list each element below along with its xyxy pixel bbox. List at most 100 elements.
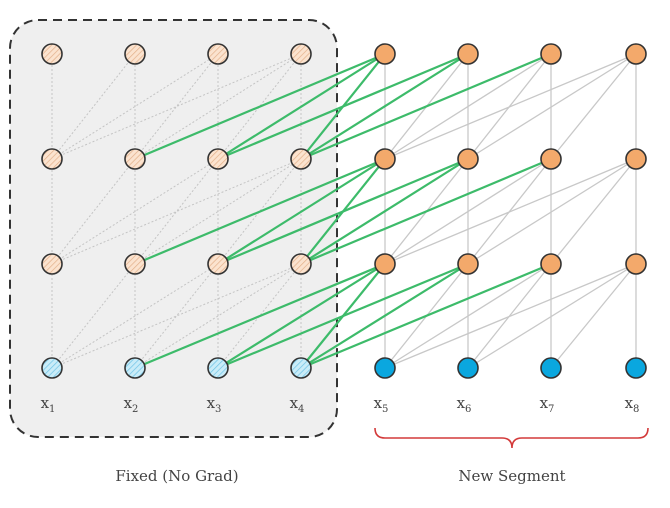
edge-gray (384, 53, 637, 160)
token-label-base: x (290, 394, 299, 412)
hidden-node (374, 148, 396, 170)
new-segment-label: New Segment (458, 467, 565, 485)
token-label: x5 (374, 394, 389, 415)
token-label-base: x (625, 394, 634, 412)
hidden-node (290, 43, 312, 65)
edge-gray (384, 263, 552, 369)
edge-green (217, 53, 386, 160)
token-label-base: x (540, 394, 549, 412)
token-label-base: x (124, 394, 133, 412)
hidden-node (124, 43, 146, 65)
cached-context-edges (134, 52, 552, 370)
hidden-node (124, 148, 146, 170)
edge-gray (384, 158, 552, 265)
hidden-node (207, 253, 229, 275)
hidden-node (625, 253, 647, 275)
input-node (290, 357, 312, 379)
token-label: x1 (41, 394, 56, 415)
hidden-node (625, 148, 647, 170)
token-label: x2 (124, 394, 139, 415)
token-label-base: x (207, 394, 216, 412)
edge-green (217, 158, 386, 265)
edge-dotted (51, 53, 302, 160)
hidden-node (374, 253, 396, 275)
edge-green (300, 52, 552, 161)
new-segment-edges (384, 53, 637, 369)
token-label-base: x (374, 394, 383, 412)
input-node (374, 357, 396, 379)
edge-green (300, 157, 552, 266)
edge-dotted (51, 53, 219, 160)
input-node (41, 357, 63, 379)
edge-green (300, 262, 552, 370)
edge-green (300, 263, 469, 369)
edge-gray (384, 263, 637, 369)
token-label: x4 (290, 394, 305, 415)
hidden-node (41, 43, 63, 65)
edge-dotted (134, 158, 302, 265)
token-label-sub: 3 (215, 404, 221, 415)
hidden-node (374, 43, 396, 65)
token-label-sub: 5 (382, 404, 388, 415)
hidden-node (124, 253, 146, 275)
edge-dotted (134, 263, 302, 369)
edge-gray (550, 53, 637, 160)
edge-green (134, 52, 386, 161)
edge-green (134, 157, 386, 266)
token-label-sub: 8 (633, 404, 639, 415)
input-node (124, 357, 146, 379)
edge-gray (467, 158, 637, 265)
hidden-node (290, 253, 312, 275)
input-node (540, 357, 562, 379)
token-label: x8 (625, 394, 640, 415)
token-label: x7 (540, 394, 555, 415)
edge-gray (550, 158, 637, 265)
hidden-node (41, 148, 63, 170)
fixed-segment-label: Fixed (No Grad) (115, 467, 238, 485)
token-label-base: x (457, 394, 466, 412)
edge-dotted (51, 158, 219, 265)
hidden-node (207, 43, 229, 65)
token-label-base: x (41, 394, 50, 412)
edge-green (217, 263, 386, 369)
hidden-node (540, 148, 562, 170)
edge-gray (467, 263, 637, 369)
fixed-segment-box (9, 19, 338, 438)
hidden-node (457, 253, 479, 275)
token-label-sub: 6 (465, 404, 471, 415)
edge-gray (467, 53, 637, 160)
edge-dotted (51, 263, 302, 369)
edge-green (300, 158, 469, 265)
input-node (457, 357, 479, 379)
edge-dotted (51, 263, 219, 369)
new-segment-brace (374, 427, 649, 449)
hidden-node (540, 253, 562, 275)
edge-green (217, 52, 469, 161)
token-label-sub: 2 (132, 404, 138, 415)
edge-green (217, 262, 469, 370)
edge-dotted (51, 158, 302, 265)
edge-gray (384, 158, 637, 265)
input-node (625, 357, 647, 379)
edge-green (300, 53, 469, 160)
hidden-node (625, 43, 647, 65)
hidden-node (207, 148, 229, 170)
edge-gray (550, 263, 637, 369)
token-label: x6 (457, 394, 472, 415)
token-label-sub: 4 (298, 404, 304, 415)
token-label: x3 (207, 394, 222, 415)
edge-green (217, 157, 469, 266)
input-node (207, 357, 229, 379)
hidden-node (457, 148, 479, 170)
hidden-node (41, 253, 63, 275)
hidden-node (457, 43, 479, 65)
fixed-segment-edges (51, 53, 302, 369)
token-label-sub: 7 (548, 404, 554, 415)
node-grid (41, 43, 647, 379)
hidden-node (290, 148, 312, 170)
edge-dotted (134, 53, 302, 160)
hidden-node (540, 43, 562, 65)
token-label-sub: 1 (49, 404, 55, 415)
